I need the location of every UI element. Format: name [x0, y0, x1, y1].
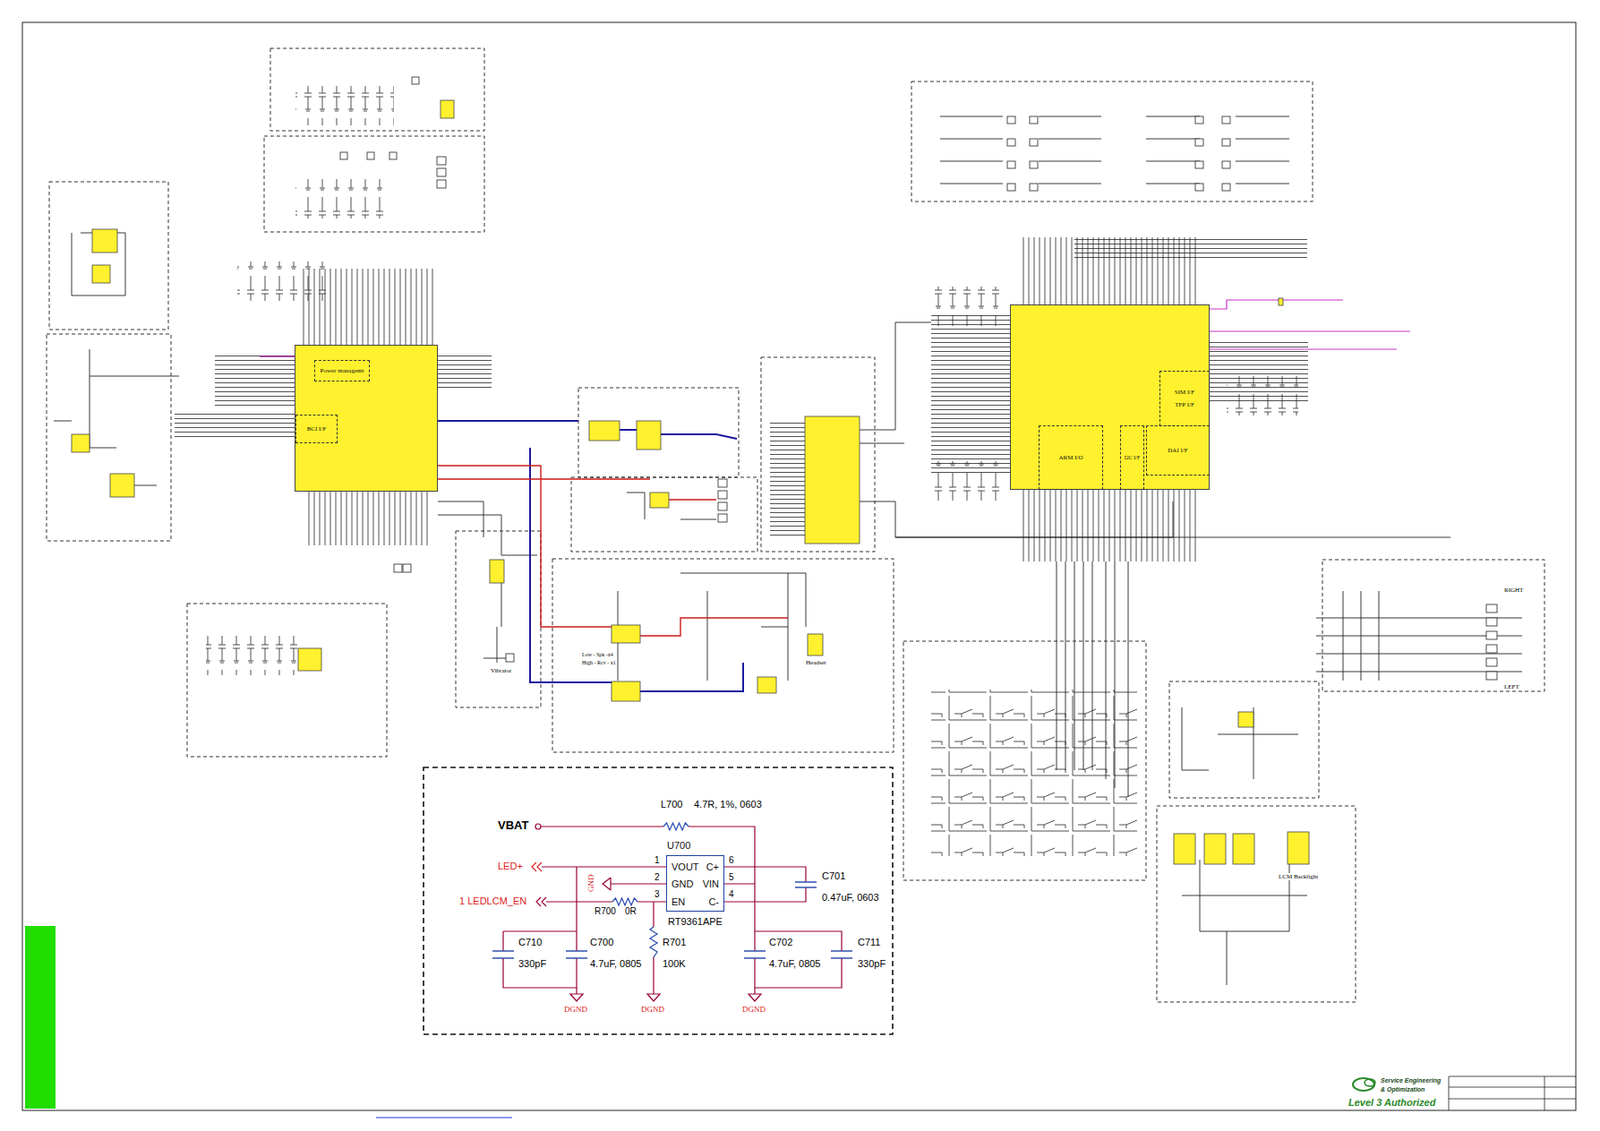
connector-pads — [340, 77, 1498, 680]
led-driver-ic: U700VOUTGNDENC+VINC- — [666, 855, 725, 912]
component-label: DGND — [742, 1004, 766, 1014]
pin-name: C- — [708, 896, 719, 908]
component-label: Low - Spk -x4 — [581, 651, 614, 659]
block-label: TFP I/F — [1174, 401, 1195, 409]
chip-parts — [71, 100, 1310, 865]
pin-name: VIN — [702, 878, 719, 890]
block-label: DAI I/F — [1167, 446, 1188, 454]
led-driver-wires — [503, 823, 842, 1002]
component-label: R700 — [594, 906, 617, 917]
component-label: LCM Backlight — [1278, 872, 1318, 881]
audio-traces — [259, 299, 1411, 692]
wires — [53, 116, 1523, 985]
function-block: SIM I/F TFP I/F — [1159, 370, 1210, 427]
component-label: 330pF — [857, 958, 886, 970]
pin-name: VOUT — [671, 861, 700, 873]
component-label: VBAT — [497, 819, 529, 833]
component-label: C701 — [821, 870, 846, 882]
ground-label: GND — [586, 873, 596, 892]
function-block: DAI I/F — [1146, 425, 1210, 476]
pin-fanout — [174, 85, 1309, 856]
function-block: BCI I/F — [295, 414, 338, 444]
sheet-frame — [22, 22, 1576, 1118]
component-label: 330pF — [518, 958, 547, 970]
block-label: Power managemt — [320, 367, 365, 375]
component-label: 4.7R, 1%, 0603 — [693, 798, 762, 811]
component-label: 3 — [654, 889, 660, 900]
component-label: R701 — [662, 936, 686, 949]
part-reference: U700 — [667, 839, 691, 852]
block-label: SIM I/F — [1174, 388, 1195, 396]
component-label: 6 — [728, 855, 735, 866]
component-label: 1 — [654, 855, 660, 866]
power-ic: Power managemtBCI I/F — [294, 344, 438, 492]
component-label: 4.7uF, 0805 — [590, 958, 642, 970]
component-label: DGND — [564, 1004, 588, 1014]
component-label: 5 — [728, 872, 735, 883]
component-label: C700 — [590, 936, 614, 949]
pin-name: EN — [671, 896, 685, 908]
component-label: 1 LEDLCM_EN — [459, 895, 527, 907]
pin-name: C+ — [706, 861, 719, 873]
component-label: DGND — [641, 1004, 665, 1014]
component-label: 4.7uF, 0805 — [769, 958, 822, 970]
component-label: Level 3 Authorized — [1348, 1096, 1436, 1109]
led-driver-parts — [492, 822, 853, 959]
block-label: I2C I/F — [1124, 454, 1141, 461]
function-block: I2C I/F — [1120, 425, 1145, 490]
component-label: L700 — [660, 798, 683, 811]
component-label: RIGHT — [1504, 586, 1523, 594]
component-label: Headset — [805, 658, 827, 667]
component-label: High - Rcv - x1 — [581, 659, 617, 667]
function-block: Power managemt — [314, 359, 370, 382]
component-label: C702 — [769, 936, 793, 949]
block-label: ARM I/O — [1058, 453, 1083, 462]
component-label: 0.47uF, 0603 — [821, 891, 880, 904]
function-block: ARM I/O — [1038, 425, 1104, 490]
component-label: LEFT — [1504, 683, 1520, 691]
component-label: 0R — [624, 906, 637, 917]
component-label: Service Engineering — [1380, 1077, 1441, 1085]
component-label: LED+ — [497, 860, 523, 873]
pin-name: GND — [671, 878, 694, 890]
component-label: Vibrator — [490, 667, 512, 675]
component-label: RT9361APE — [667, 915, 723, 928]
component-label: C711 — [857, 936, 881, 949]
baseband-ic: SIM I/F TFP I/F ARM I/O I2C I/F DAI I/F — [1009, 304, 1210, 490]
component-label: C710 — [518, 936, 542, 949]
block-label: BCI I/F — [307, 425, 327, 433]
block-outlines — [46, 48, 1545, 1035]
component-label: 2 — [654, 872, 660, 883]
component-label: 100K — [662, 958, 686, 970]
component-label: 4 — [728, 889, 735, 900]
component-label: & Optimization — [1380, 1086, 1425, 1094]
